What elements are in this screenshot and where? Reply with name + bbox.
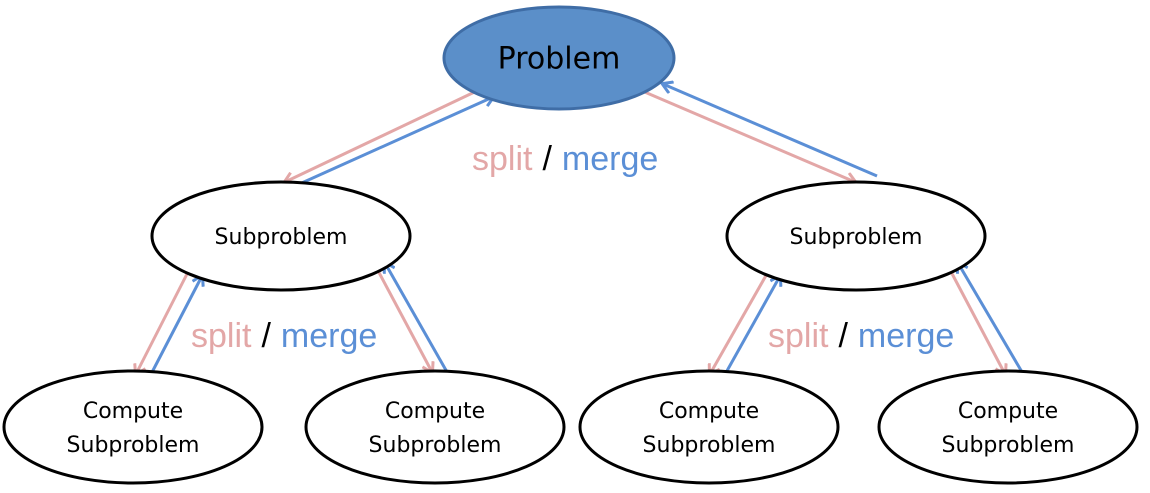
split-word-right: split: [768, 317, 829, 355]
leaf-ellipse-2: [304, 369, 566, 485]
merge-arrow-leftleaf-left: [146, 276, 202, 381]
subproblem-ellipse-left: [150, 180, 412, 292]
leaf-label-3-line2: Subproblem: [643, 433, 776, 458]
leaf-label-3-line1: Compute: [659, 399, 759, 424]
merge-word-right: merge: [858, 317, 954, 355]
leaf-label-1-line2: Subproblem: [67, 433, 200, 458]
leaf-node-3: Compute Subproblem: [578, 369, 840, 485]
root-ellipse: [442, 5, 676, 111]
separator-left: /: [261, 317, 271, 355]
leaf-node-1: Compute Subproblem: [2, 369, 264, 485]
subproblem-node-right: Subproblem: [725, 180, 987, 292]
split-arrows: [136, 86, 1005, 374]
leaf-label-2-line2: Subproblem: [369, 433, 502, 458]
leaf-label-4-line2: Subproblem: [942, 433, 1075, 458]
subproblem-label-left: Subproblem: [215, 225, 348, 250]
leaf-node-4: Compute Subproblem: [877, 369, 1139, 485]
split-arrow-root-right: [639, 88, 855, 182]
merge-word-top: merge: [562, 140, 658, 178]
merge-arrow-left-root: [294, 97, 493, 188]
separator-top: /: [542, 140, 552, 178]
split-arrow-right-rightleaf: [946, 265, 1005, 374]
split-arrow-root-left: [285, 86, 484, 182]
leaf-ellipse-3: [578, 369, 840, 485]
split-word-left: split: [191, 317, 252, 355]
split-arrow-left-rightleaf: [373, 264, 432, 372]
split-arrow-left-leftleaf: [136, 271, 190, 374]
leaf-label-1-line1: Compute: [83, 399, 183, 424]
subproblem-ellipse-right: [725, 180, 987, 292]
root-node: Problem: [442, 5, 676, 111]
merge-arrows: [146, 84, 1024, 381]
split-word-top: split: [472, 140, 533, 178]
merge-word-left: merge: [281, 317, 377, 355]
leaf-ellipse-4: [877, 369, 1139, 485]
merge-arrow-rightleaf-left: [385, 263, 449, 373]
split-arrow-right-leftleaf: [710, 271, 770, 374]
edge-label-left: split/ merge: [191, 317, 377, 355]
edge-label-right: split/ merge: [768, 317, 954, 355]
subproblem-node-left: Subproblem: [150, 180, 412, 292]
edge-label-top: split/ merge: [472, 140, 658, 178]
leaf-node-2: Compute Subproblem: [304, 369, 566, 485]
leaf-label-2-line1: Compute: [385, 399, 485, 424]
separator-right: /: [838, 317, 848, 355]
leaf-label-4-line1: Compute: [958, 399, 1058, 424]
merge-arrow-rightleaf-right: [958, 263, 1024, 373]
root-label: Problem: [498, 42, 621, 77]
merge-arrow-right-root: [663, 84, 878, 178]
merge-arrow-leftleaf-right: [721, 276, 780, 379]
subproblem-label-right: Subproblem: [790, 225, 923, 250]
leaf-ellipse-1: [2, 369, 264, 485]
